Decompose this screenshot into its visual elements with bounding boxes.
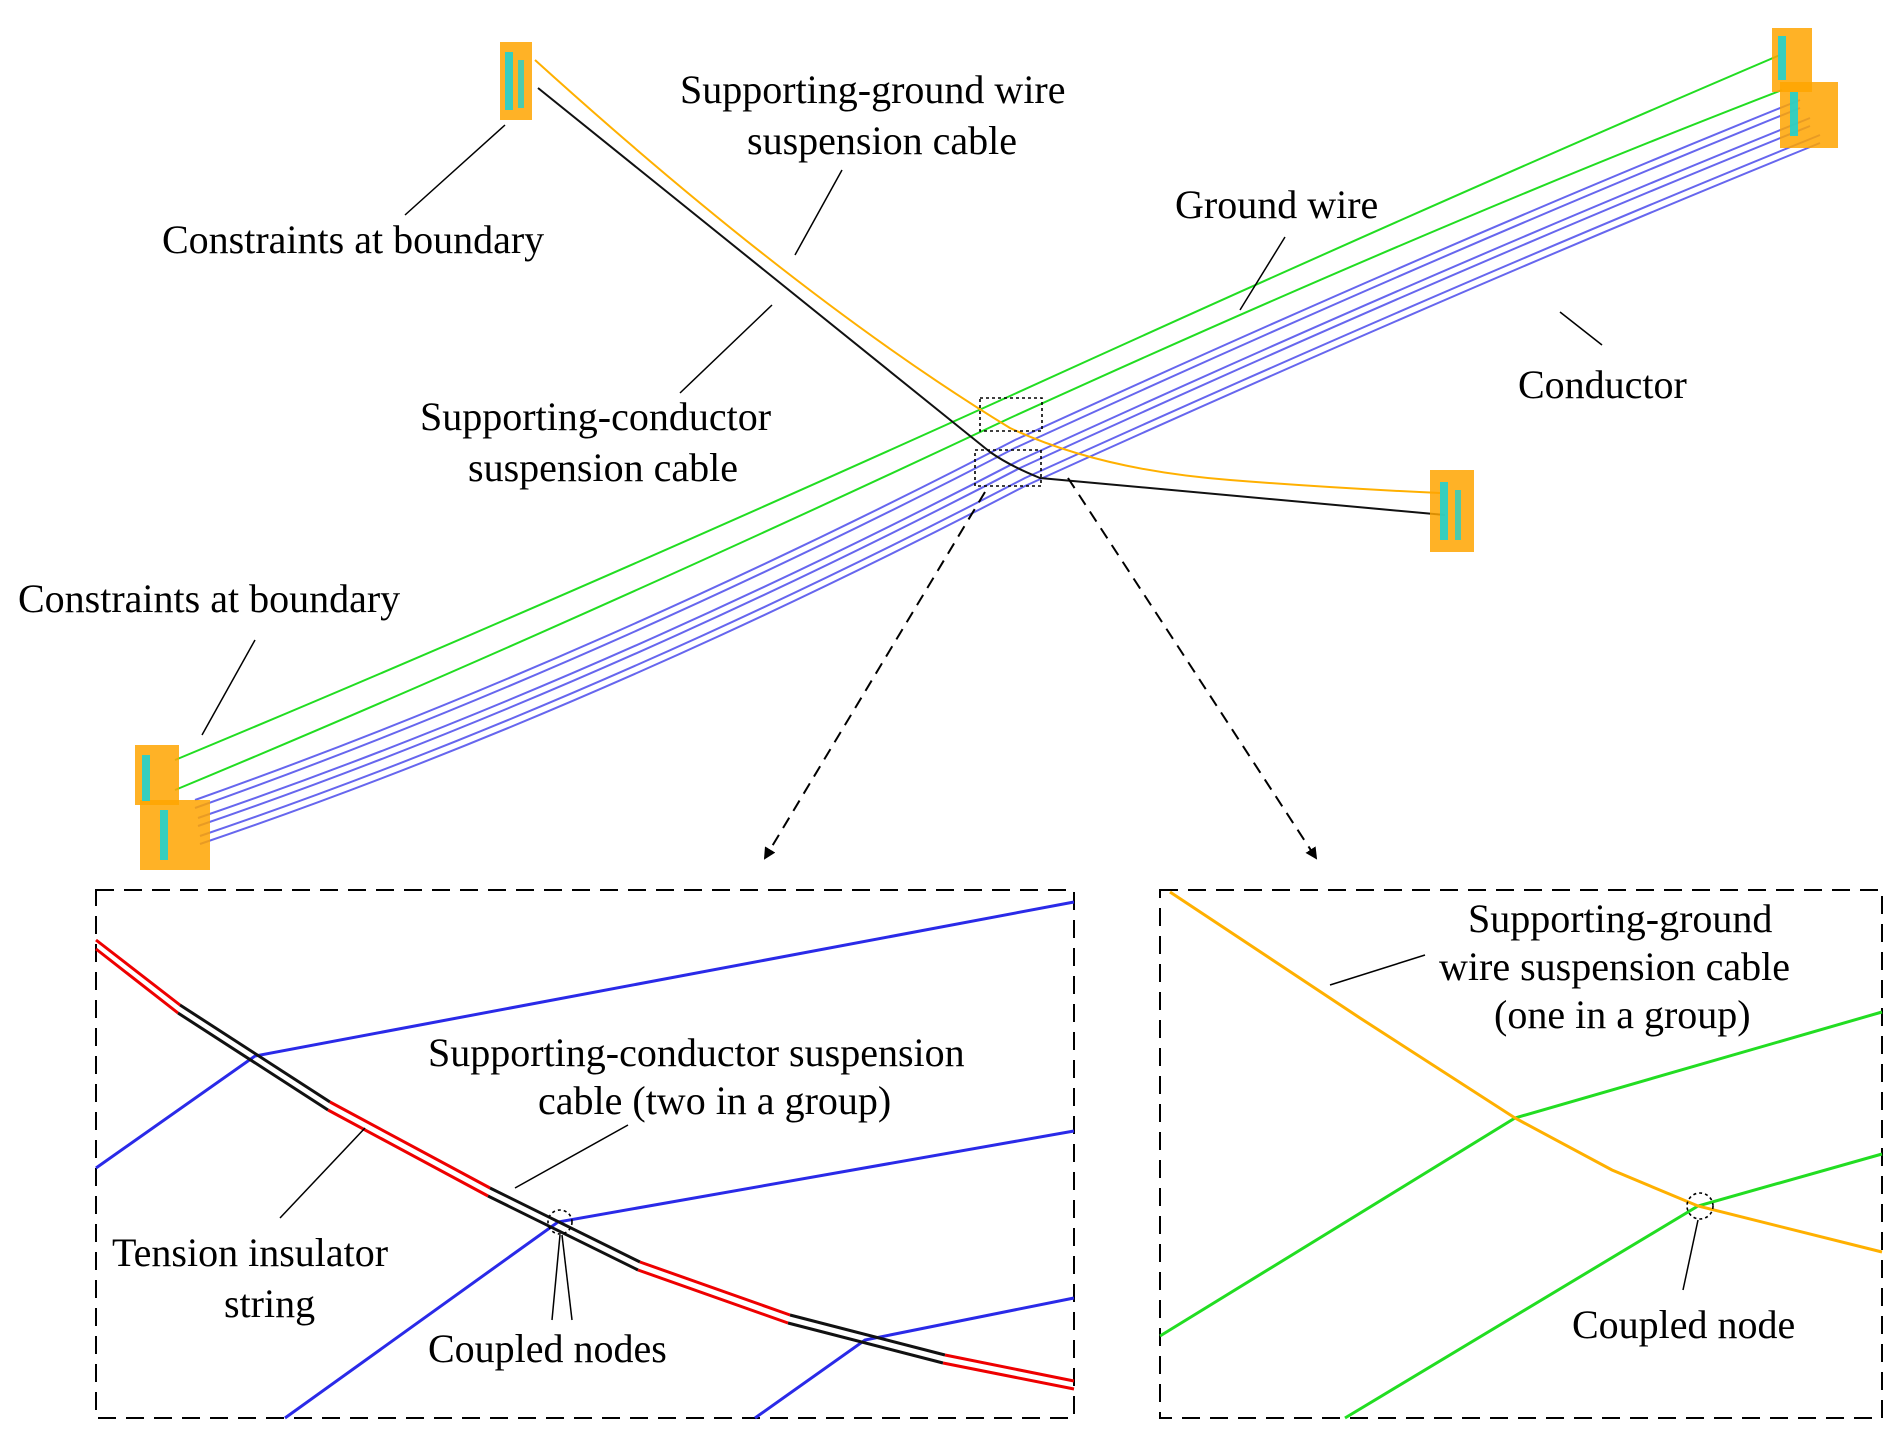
constraints-bottom-label: Constraints at boundary	[18, 576, 400, 621]
sg-one-label-line2: wire suspension cable	[1439, 944, 1790, 989]
insulator-label-line2: string	[224, 1281, 315, 1326]
detail-conductor-1	[95, 900, 1075, 1170]
left-detail-leaders	[279, 1124, 629, 1321]
sc-black-lower-1	[177, 1011, 329, 1112]
conductor-label: Conductor	[1518, 362, 1687, 407]
leader-coupled-left	[551, 1234, 561, 1321]
conductor-4	[197, 125, 1811, 827]
detail-conductor-3	[754, 1296, 1075, 1420]
conductors	[194, 99, 1821, 845]
leader-sg-one	[1329, 954, 1426, 986]
sg-cable-label-line1: Supporting-ground wire	[680, 67, 1066, 112]
constraint-cluster-top-right	[1772, 28, 1838, 148]
left-detail-panel: Supporting-conductor suspension cable (t…	[95, 889, 1075, 1420]
zoom-arrows	[763, 477, 1318, 860]
leader-insulator	[279, 1127, 366, 1219]
leader-constraints-top	[404, 124, 506, 216]
sc-suspension-cable	[537, 87, 1446, 516]
sc-black-lower-2	[487, 1194, 639, 1272]
conductor-6	[199, 142, 1821, 845]
insulator-red-upper-3	[639, 1260, 791, 1317]
constraint-cluster-bottom-left	[135, 745, 210, 870]
ground-wire-lower	[174, 89, 1783, 791]
conductor-5	[199, 134, 1821, 837]
sg-suspension-cable	[534, 59, 1441, 494]
leader-ground-wire	[1239, 236, 1286, 311]
conductor-3	[197, 117, 1811, 819]
sg-one-label-line3: (one in a group)	[1494, 992, 1751, 1037]
coupled-nodes-label: Coupled nodes	[428, 1326, 667, 1371]
sc-two-label-line1: Supporting-conductor suspension	[428, 1030, 965, 1075]
ground-wire-label: Ground wire	[1175, 182, 1378, 227]
detail-ground-wire-2	[1344, 1152, 1883, 1420]
ground-wire-upper	[174, 54, 1781, 761]
leader-sc-cable	[679, 304, 773, 394]
zoom-arrow-right	[1067, 477, 1318, 860]
overview-labels: Constraints at boundary Supporting-groun…	[18, 67, 1687, 621]
sc-black-upper-2	[489, 1186, 641, 1264]
insulator-red-lower-4	[942, 1361, 1075, 1391]
leader-coupled-node	[1682, 1219, 1699, 1291]
sc-black-upper-3	[789, 1313, 946, 1357]
sc-two-label-line2: cable (two in a group)	[538, 1078, 891, 1123]
overview-model	[135, 28, 1838, 870]
leader-coupled-right	[561, 1234, 573, 1321]
sc-cable-label-line1: Supporting-conductor	[420, 394, 771, 439]
right-detail-panel: Supporting-ground wire suspension cable …	[1159, 889, 1883, 1420]
leader-sg-cable	[794, 169, 843, 256]
right-detail-ground-wires	[1159, 1010, 1883, 1420]
insulator-red-upper-4	[944, 1353, 1075, 1383]
coupled-node-marker	[1686, 1192, 1714, 1220]
sg-cable-label-line2: suspension cable	[747, 118, 1017, 163]
right-detail-leaders	[1329, 954, 1699, 1291]
insulator-red-lower-3	[637, 1268, 789, 1325]
sg-one-label-line1: Supporting-ground	[1468, 896, 1772, 941]
constraint-cluster-top-left	[500, 42, 532, 120]
leader-constraints-bottom	[201, 639, 256, 736]
zoom-box-ground	[979, 397, 1043, 432]
left-detail-frame	[95, 889, 1075, 1419]
leader-sc-two	[514, 1124, 629, 1189]
insulator-red-lower	[95, 947, 179, 1015]
insulator-red-upper-2	[329, 1100, 491, 1190]
sc-black-lower-3	[787, 1321, 944, 1365]
insulator-label-line1: Tension insulator	[112, 1230, 388, 1275]
constraint-cluster-bottom-right	[1430, 470, 1474, 552]
sc-cable-label-line2: suspension cable	[468, 445, 738, 490]
zoom-box-conductor	[974, 449, 1042, 487]
conductor-2	[194, 107, 1801, 809]
zoom-arrow-left	[763, 491, 986, 860]
coupled-node-label: Coupled node	[1572, 1302, 1795, 1347]
leader-conductor	[1559, 311, 1603, 346]
insulator-red-upper	[95, 938, 181, 1007]
conductor-1	[194, 99, 1801, 801]
overview-leaders	[201, 124, 1603, 736]
detail-ground-wire-1	[1159, 1010, 1883, 1338]
detail-sg-cable	[1169, 890, 1883, 1254]
insulator-red-lower-2	[327, 1108, 489, 1198]
coupled-nodes-marker	[547, 1209, 573, 1235]
sc-black-upper-1	[179, 1003, 331, 1104]
ground-wires	[174, 54, 1783, 791]
constraints-top-label: Constraints at boundary	[162, 217, 544, 262]
left-detail-insulator	[95, 938, 1075, 1391]
